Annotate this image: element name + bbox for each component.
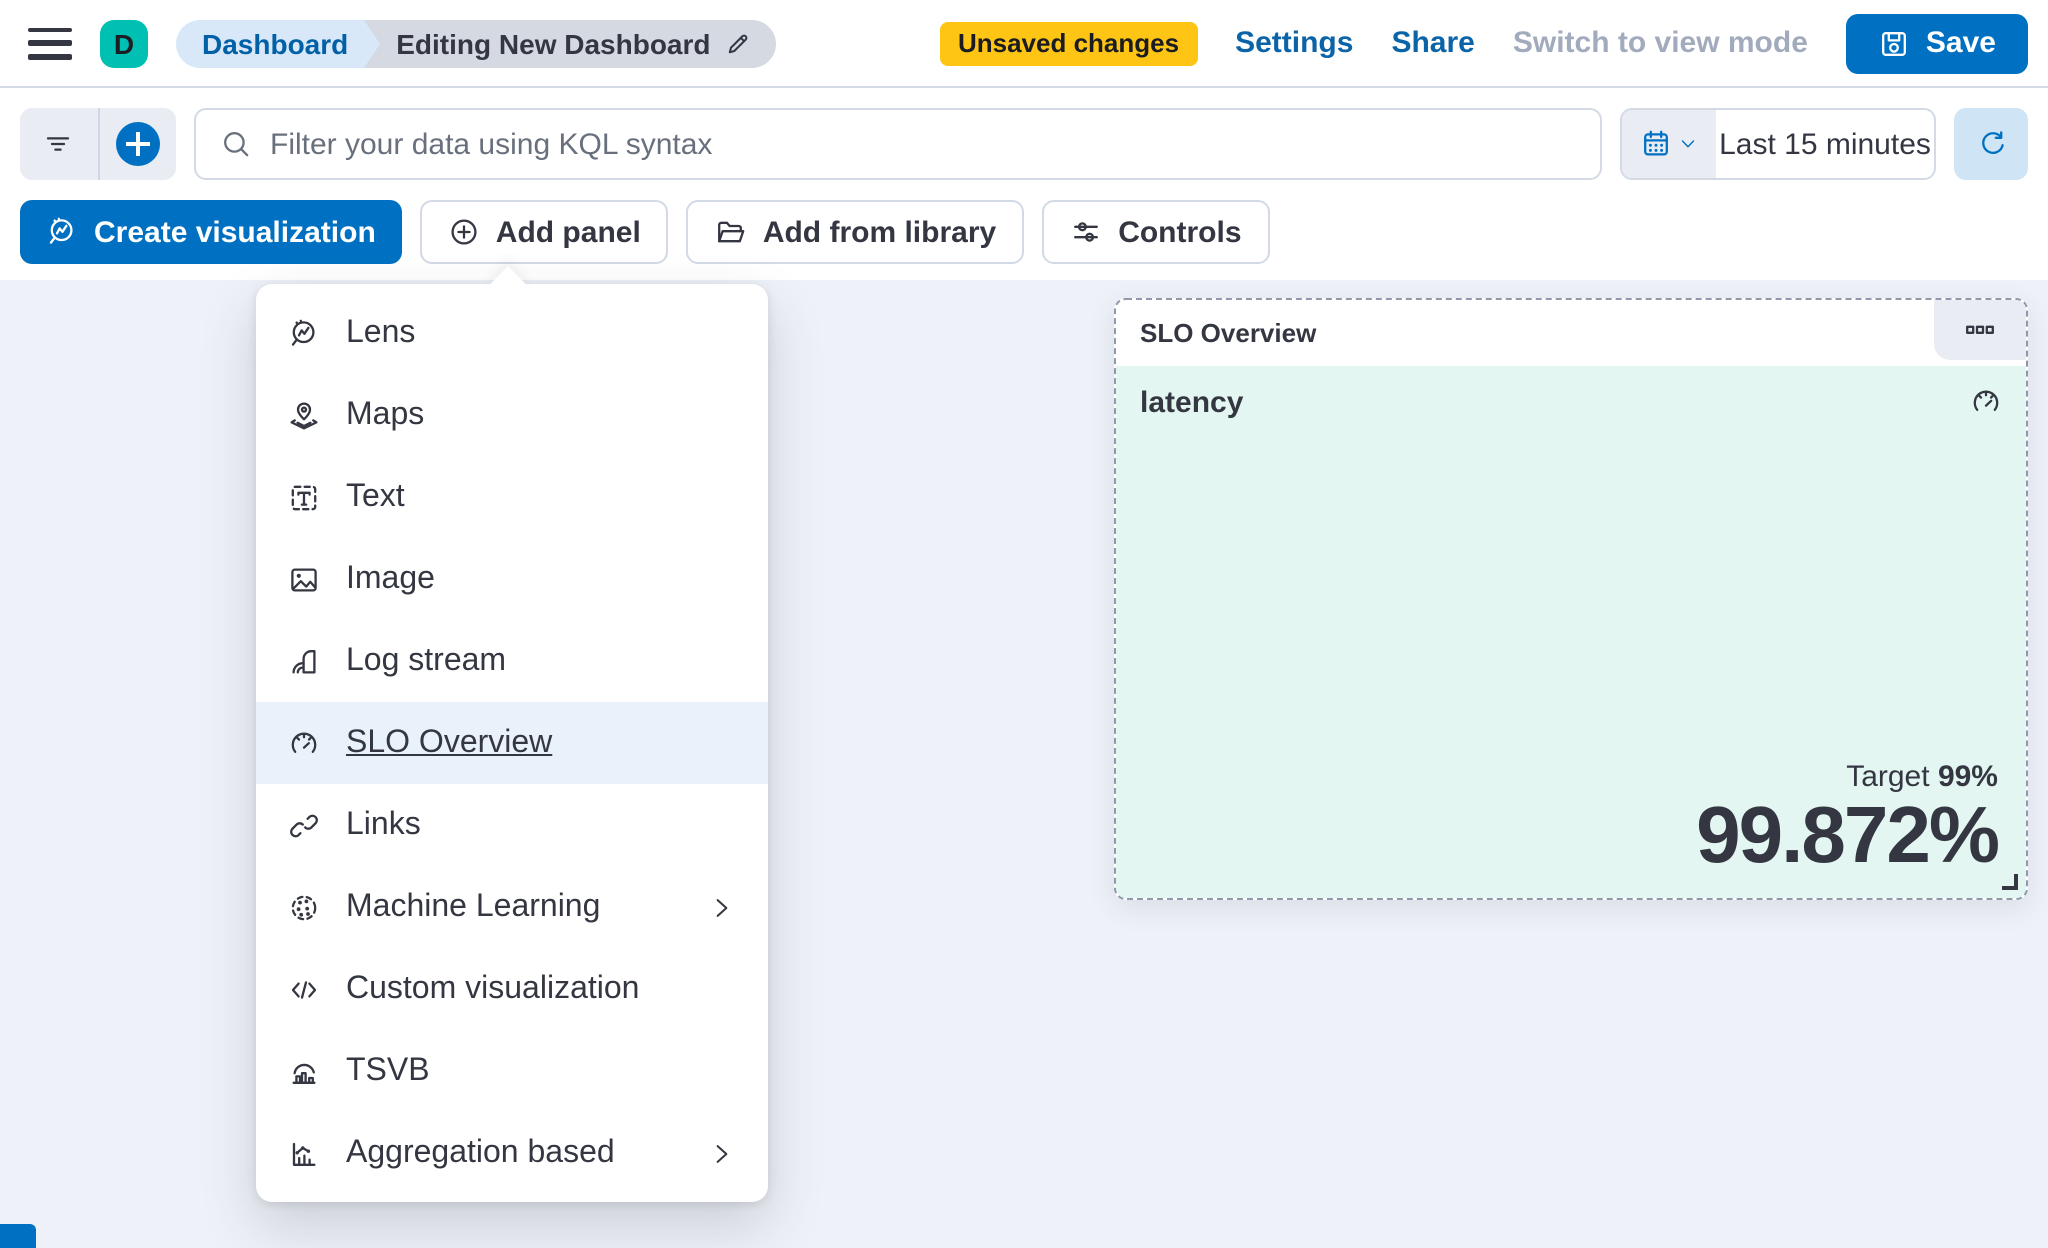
menu-item-custom-visualization[interactable]: Custom visualization xyxy=(256,948,768,1030)
new-panel-placeholder xyxy=(0,1224,36,1248)
share-link[interactable]: Share xyxy=(1391,26,1475,60)
breadcrumb-editing-new-dashboard[interactable]: Editing New Dashboard xyxy=(364,19,777,67)
kql-search-bar[interactable] xyxy=(194,108,1602,180)
gauge-icon xyxy=(1973,390,1999,411)
menu-item-log-stream[interactable]: Log stream xyxy=(256,620,768,702)
panel-resize-handle[interactable] xyxy=(2002,874,2018,890)
sliders-icon xyxy=(1074,222,1099,242)
plus-in-circle-icon xyxy=(451,219,477,245)
folder-icon xyxy=(718,221,746,243)
links-icon xyxy=(290,813,318,837)
save-button[interactable]: Save xyxy=(1845,13,2028,73)
panel-options-button[interactable] xyxy=(1934,300,2026,360)
log-stream-icon xyxy=(292,649,316,673)
menu-item-machine-learning[interactable]: Machine Learning xyxy=(256,866,768,948)
pencil-icon xyxy=(729,33,748,53)
kql-search-input[interactable] xyxy=(270,127,1576,161)
slo-target-value: 99% xyxy=(1937,759,1998,794)
slo-overview-panel[interactable]: SLO Overview latency Target 99% 99.872% xyxy=(1114,298,2028,900)
panel-title-bar[interactable]: SLO Overview xyxy=(1116,300,2026,366)
menu-item-lens[interactable]: Lens xyxy=(256,292,768,374)
menu-item-maps[interactable]: Maps xyxy=(256,374,768,456)
tsvb-icon xyxy=(292,1062,316,1083)
refresh-button[interactable] xyxy=(1954,108,2028,180)
calendar-icon xyxy=(1644,130,1668,156)
calendar-dropdown-button[interactable] xyxy=(1622,110,1716,178)
slo-values: Target 99% 99.872% xyxy=(1696,759,2000,880)
slo-value: 99.872% xyxy=(1696,791,2000,880)
custom-visualization-icon xyxy=(291,980,317,998)
text-icon xyxy=(291,484,317,510)
add-filter-button[interactable] xyxy=(97,108,176,180)
menu-item-tsvb[interactable]: TSVB xyxy=(256,1030,768,1112)
lens-icon xyxy=(49,217,73,244)
aggregation-based-icon xyxy=(292,1141,316,1165)
header-actions: Unsaved changes Settings Share Switch to… xyxy=(939,13,2028,73)
plus-circle-icon xyxy=(115,122,160,166)
time-range-picker: Last 15 minutes xyxy=(1620,108,1936,180)
image-icon xyxy=(291,567,317,591)
filter-group xyxy=(20,108,176,180)
submenu-chevron-right-icon xyxy=(708,1139,736,1167)
add-panel-button[interactable]: Add panel xyxy=(419,200,669,264)
menu-item-text[interactable]: Text xyxy=(256,456,768,538)
menu-item-links[interactable]: Links xyxy=(256,784,768,866)
chevron-down-icon xyxy=(1681,140,1695,148)
unsaved-changes-badge: Unsaved changes xyxy=(939,21,1198,65)
avatar[interactable]: D xyxy=(100,19,148,67)
breadcrumb-dashboard[interactable]: Dashboard xyxy=(176,19,381,67)
settings-link[interactable]: Settings xyxy=(1235,26,1354,60)
switch-to-view-mode-link[interactable]: Switch to view mode xyxy=(1512,26,1808,60)
submenu-chevron-right-icon xyxy=(708,893,736,921)
slo-target: Target 99% xyxy=(1846,759,1998,794)
time-range-value[interactable]: Last 15 minutes xyxy=(1719,127,1931,161)
slo-overview-icon xyxy=(291,731,317,752)
filter-icon xyxy=(47,137,70,151)
save-disk-icon xyxy=(1881,31,1906,55)
refresh-icon xyxy=(1981,131,2003,154)
filter-button[interactable] xyxy=(20,108,97,180)
slo-name: latency xyxy=(1140,386,1244,420)
search-icon xyxy=(224,132,249,157)
boxes-horizontal-icon xyxy=(1966,325,1994,334)
maps-icon xyxy=(290,401,318,429)
menu-item-image[interactable]: Image xyxy=(256,538,768,620)
slo-card: latency Target 99% 99.872% xyxy=(1116,366,2026,898)
panel-title: SLO Overview xyxy=(1140,318,1317,348)
breadcrumb: Dashboard Editing New Dashboard xyxy=(176,19,777,67)
controls-button[interactable]: Controls xyxy=(1042,200,1270,264)
create-visualization-button[interactable]: Create visualization xyxy=(20,200,402,264)
add-panel-menu: Lens Maps Text Image xyxy=(256,284,768,1202)
menu-item-slo-overview[interactable]: SLO Overview xyxy=(256,702,768,784)
machine-learning-icon xyxy=(291,894,317,920)
menu-hamburger-icon[interactable] xyxy=(28,27,72,59)
add-from-library-button[interactable]: Add from library xyxy=(686,200,1025,264)
top-header: D Dashboard Editing New Dashboard Unsave… xyxy=(0,0,2048,88)
toolbar: Last 15 minutes Create visualization xyxy=(0,88,2048,280)
menu-item-aggregation-based[interactable]: Aggregation based xyxy=(256,1112,768,1194)
lens-icon xyxy=(291,318,315,345)
